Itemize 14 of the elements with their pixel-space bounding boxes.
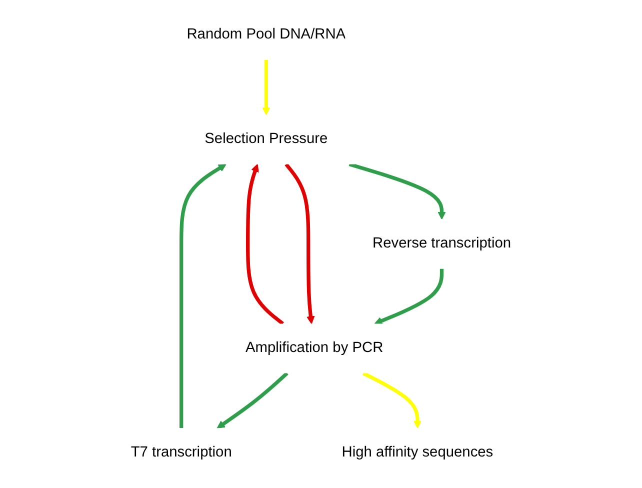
arrow [362, 372, 422, 429]
arrow [180, 164, 226, 428]
arrow [348, 162, 446, 220]
arrow [284, 163, 315, 324]
arrow [374, 268, 444, 325]
node-text: T7 transcription [130, 444, 232, 460]
arrow [246, 164, 284, 326]
node-text: Reverse transcription [372, 236, 512, 252]
node-text: High affinity sequences [342, 444, 494, 460]
node-text: Random Pool DNA/RNA [186, 26, 346, 42]
arrow [216, 372, 288, 429]
arrow [262, 60, 270, 116]
node-text: Amplification by PCR [246, 340, 384, 356]
node-text: Selection Pressure [204, 131, 328, 147]
